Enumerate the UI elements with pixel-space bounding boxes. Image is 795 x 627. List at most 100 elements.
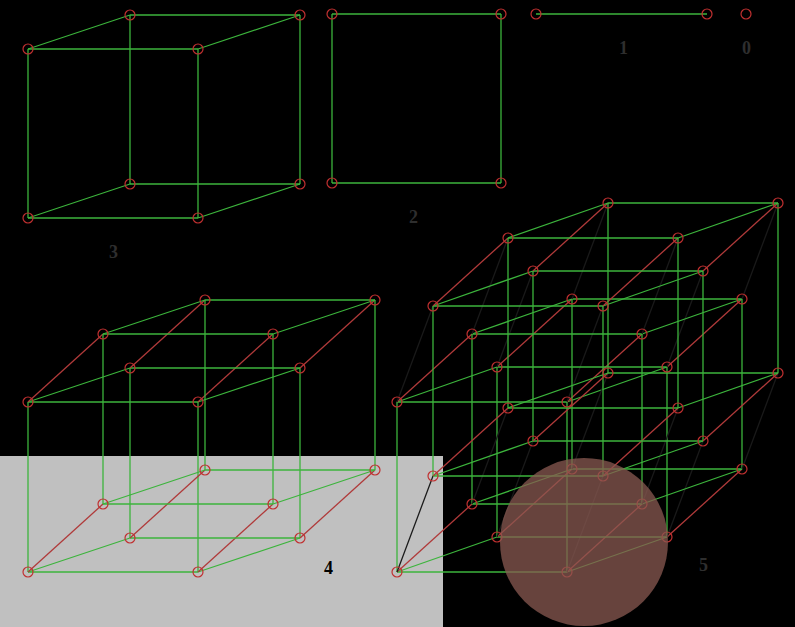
cube-edge <box>500 14 501 183</box>
cube-vertex <box>673 233 683 243</box>
cube-edge <box>571 299 572 469</box>
cube-vertex <box>637 329 647 339</box>
cube-edge <box>197 49 198 218</box>
cube-edge <box>197 402 198 572</box>
cube-edge <box>103 333 273 334</box>
cube-edge <box>205 469 375 470</box>
cube-edge <box>198 184 300 218</box>
cube-edge <box>472 333 642 334</box>
cube-vertex <box>200 295 210 305</box>
cube-vertex <box>327 9 337 19</box>
cube-vertex <box>193 567 203 577</box>
cube-edge <box>641 334 642 504</box>
cube-edge <box>678 203 778 238</box>
cube-vertex <box>193 397 203 407</box>
cube-edge <box>331 14 332 183</box>
cube-edge <box>433 305 603 306</box>
cube-edge <box>507 238 508 408</box>
cube-edge <box>397 504 472 572</box>
cube-edge <box>198 538 300 572</box>
cube-edge <box>533 440 703 441</box>
dimension-label: 0 <box>742 38 751 58</box>
cube-vertex <box>23 397 33 407</box>
cube-edge <box>27 402 28 572</box>
cube-edge <box>273 300 375 334</box>
cube-vertex <box>23 567 33 577</box>
cube-edge <box>205 299 375 300</box>
cube-edge <box>28 15 130 49</box>
cube-edge <box>471 334 472 504</box>
cube-edge <box>28 538 130 572</box>
cube-edge <box>332 182 501 183</box>
cube-edge <box>28 504 103 572</box>
cube-vertex <box>603 198 613 208</box>
cube-edge <box>508 407 678 408</box>
cube-edge <box>496 367 497 537</box>
cube-edge <box>678 373 778 408</box>
cube-edge <box>433 271 533 306</box>
cube-edge <box>272 334 273 504</box>
cube-vertex <box>125 533 135 543</box>
cube-edge <box>103 470 205 504</box>
cube-edge <box>374 300 375 470</box>
cube-edge <box>103 300 205 334</box>
cube-edge <box>204 300 205 470</box>
cube-edge <box>572 203 608 299</box>
dimension-label: 2 <box>409 207 418 227</box>
cube-edge <box>703 203 778 271</box>
cube-vertex <box>673 403 683 413</box>
cube-edge <box>572 298 742 299</box>
cube-edge <box>603 271 703 306</box>
cube-vertex <box>773 368 783 378</box>
cube-edge <box>703 373 778 441</box>
cube-vertex <box>492 362 502 372</box>
cube-edge <box>130 367 300 368</box>
cube-vertex <box>467 499 477 509</box>
cube-edge <box>603 238 678 306</box>
cube-vertex <box>496 178 506 188</box>
cube-vertex <box>23 213 33 223</box>
cube-vertex <box>698 436 708 446</box>
cube-edge <box>300 470 375 538</box>
cube-vertex <box>567 294 577 304</box>
cube-vertex <box>428 471 438 481</box>
cube-edge <box>397 537 497 572</box>
cube-edge <box>28 48 198 49</box>
cube-vertex <box>598 301 608 311</box>
cube-vertex <box>392 567 402 577</box>
cube-edge <box>677 238 678 408</box>
dimension-label: 4 <box>324 558 333 578</box>
cube-vertex <box>295 363 305 373</box>
cube-edge <box>433 441 533 476</box>
cube-edge <box>642 469 742 504</box>
cube-edge <box>28 571 198 572</box>
cube-edge <box>130 14 300 15</box>
cube-vertex <box>295 533 305 543</box>
cube-edge <box>508 237 678 238</box>
cube-edge <box>608 372 778 373</box>
cube-vertex <box>98 499 108 509</box>
cube-vertex <box>503 233 513 243</box>
cube-vertex <box>562 397 572 407</box>
cube-vertex <box>295 10 305 20</box>
cube-edge <box>642 299 742 334</box>
cube-edge <box>198 15 300 49</box>
cube-edge <box>102 334 103 504</box>
cube-edge <box>397 401 567 402</box>
cube-edge <box>742 203 778 299</box>
cube-edge <box>397 367 497 402</box>
cube-vertex <box>503 403 513 413</box>
cube-edge <box>666 367 667 537</box>
cube-edge <box>28 334 103 402</box>
cube-edge <box>532 271 533 441</box>
cube-edge <box>397 306 433 402</box>
cube-vertex <box>698 266 708 276</box>
cube-edge <box>397 476 433 572</box>
cube-vertex <box>327 178 337 188</box>
cube-vertex <box>392 397 402 407</box>
cube-edge <box>300 300 375 368</box>
cube-edge <box>299 15 300 184</box>
cube-edge <box>433 238 508 306</box>
cube-edge <box>472 299 572 334</box>
